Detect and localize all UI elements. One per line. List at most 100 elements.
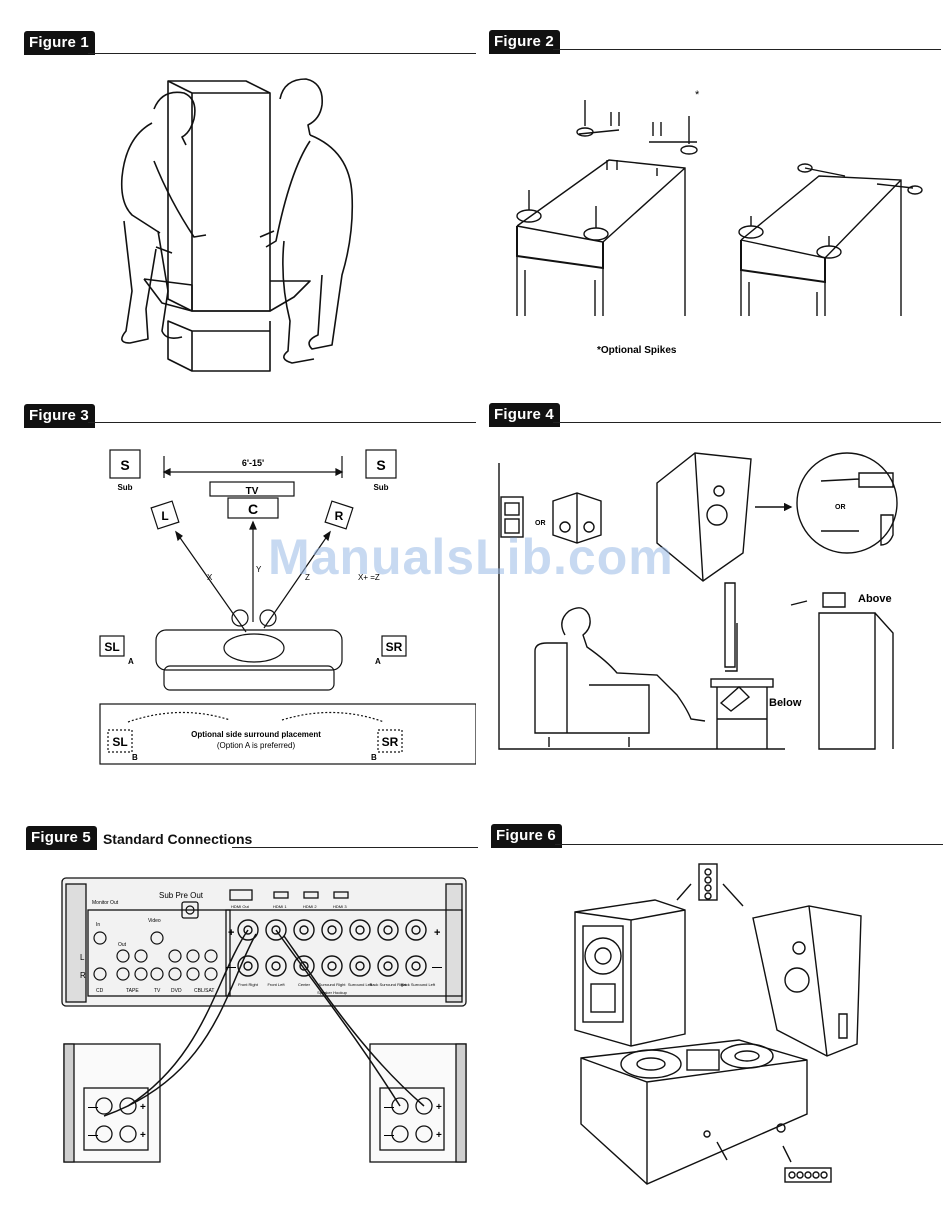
cd-label: CD bbox=[96, 988, 104, 994]
tv-label: TV bbox=[246, 486, 259, 497]
sr-b-suffix: B bbox=[371, 753, 377, 762]
binding-posts bbox=[237, 919, 427, 977]
sub-right-letter: S bbox=[376, 457, 385, 473]
center-label: C bbox=[248, 501, 258, 517]
left-speaker-box bbox=[150, 500, 180, 530]
figure-5-title: Standard Connections bbox=[102, 831, 253, 847]
sl-b-box bbox=[107, 729, 133, 753]
sl-a-box bbox=[99, 635, 125, 657]
left-spk-plus-2: + bbox=[140, 1130, 146, 1141]
figure-4: Figure 4 bbox=[489, 403, 941, 753]
figure-2-label: Figure 2 bbox=[489, 30, 560, 54]
rca-jacks bbox=[93, 905, 218, 981]
figure-2: Figure 2 * *Optional Spikes bbox=[489, 30, 941, 360]
right-label: R bbox=[335, 509, 344, 523]
sr-a-label: SR bbox=[386, 640, 403, 654]
tape-label: TAPE bbox=[126, 988, 139, 994]
figure-rule bbox=[88, 53, 476, 54]
sr-b-label: SR bbox=[382, 735, 399, 749]
sub-left-letter: S bbox=[120, 457, 129, 473]
hdmi-2-label: HDMI 2 bbox=[303, 904, 317, 909]
or-label-2: OR bbox=[835, 504, 846, 511]
row-r-label: R bbox=[80, 971, 86, 980]
video-label: Video bbox=[148, 918, 161, 924]
figure-5-receiver-diagram: Sub Pre Out Monitor Out Video In Out L R… bbox=[61, 877, 467, 1163]
hdmi-1-label: HDMI 1 bbox=[273, 904, 287, 909]
or-label-1: OR bbox=[535, 520, 546, 527]
terminal-back-surround-right: Back Surround Right bbox=[370, 982, 408, 987]
optional-note: (Option A is preferred) bbox=[217, 741, 296, 750]
figure-1-label: Figure 1 bbox=[24, 31, 95, 55]
y-label: Y bbox=[256, 565, 262, 574]
terminal-center: Center bbox=[298, 982, 311, 987]
center-box bbox=[227, 497, 279, 519]
minus-left: — bbox=[226, 962, 236, 973]
sr-a-suffix: A bbox=[375, 657, 381, 666]
left-spk-minus-2: — bbox=[88, 1130, 98, 1141]
sl-b-label: SL bbox=[112, 735, 127, 749]
figure-2-illustration: * *Optional Spikes bbox=[516, 89, 923, 356]
asterisk-mark: * bbox=[695, 89, 700, 101]
optional-title: Optional side surround placement bbox=[191, 730, 321, 739]
hdmi-3-label: HDMI 3 bbox=[333, 904, 347, 909]
figure-6-label: Figure 6 bbox=[491, 824, 562, 848]
sr-b-box bbox=[377, 729, 403, 753]
figure-3-diagram: S Sub S Sub 6'-15' TV C L R X Y Z X+ =Z … bbox=[99, 449, 476, 765]
left-label: L bbox=[161, 509, 168, 523]
speaker-hookup-label: Speaker Hookup bbox=[317, 990, 348, 995]
tv-box bbox=[209, 481, 295, 497]
monitor-out-label: Monitor Out bbox=[92, 900, 119, 906]
figure-rule bbox=[553, 49, 941, 50]
sl-b-suffix: B bbox=[132, 753, 138, 762]
z-label: Z bbox=[305, 573, 310, 582]
hdmi-out-label: HDMI Out bbox=[231, 904, 250, 909]
right-spk-minus-1: — bbox=[384, 1102, 394, 1113]
row-l-label: L bbox=[80, 953, 85, 962]
figure-1-illustration bbox=[120, 78, 354, 372]
figure-rule bbox=[553, 422, 941, 423]
figure-6: Figure 6 bbox=[491, 824, 943, 1214]
sub-right-box bbox=[365, 449, 397, 479]
figure-5: Figure 5 Standard Connections bbox=[26, 826, 478, 1166]
right-spk-plus-1: + bbox=[436, 1102, 442, 1113]
minus-right: — bbox=[432, 962, 442, 973]
wall-speaker-small bbox=[500, 496, 524, 538]
distance-label: 6'-15' bbox=[242, 458, 264, 468]
optional-spikes-note: *Optional Spikes bbox=[597, 345, 677, 356]
terminal-back-surround-left: Back Surround Left bbox=[401, 982, 436, 987]
terminal-front-left: Front Left bbox=[267, 982, 285, 987]
sub-left-caption: Sub bbox=[117, 483, 132, 492]
figure-rule bbox=[555, 844, 943, 845]
right-speaker-box bbox=[324, 500, 354, 530]
speaker-cables bbox=[103, 929, 425, 1117]
figure-3: Figure 3 S Sub bbox=[24, 404, 476, 766]
cbl-sat-label: CBL/SAT bbox=[194, 988, 214, 994]
sr-a-box bbox=[381, 635, 407, 657]
figure-5-label: Figure 5 bbox=[26, 826, 97, 850]
plus-left: + bbox=[228, 927, 234, 939]
sl-a-label: SL bbox=[104, 640, 119, 654]
figure-1: Figure 1 bbox=[24, 31, 476, 381]
in-label: In bbox=[96, 922, 100, 928]
x-label: X bbox=[207, 573, 213, 582]
sub-left-box bbox=[109, 449, 141, 479]
plus-right: + bbox=[434, 927, 440, 939]
terminal-surround-right: Surround Right bbox=[319, 982, 347, 987]
right-spk-minus-2: — bbox=[384, 1130, 394, 1141]
out-label: Out bbox=[118, 942, 127, 948]
right-spk-plus-2: + bbox=[436, 1130, 442, 1141]
left-spk-plus-1: + bbox=[140, 1102, 146, 1113]
sub-pre-out-label: Sub Pre Out bbox=[159, 891, 204, 900]
sub-right-caption: Sub bbox=[373, 483, 388, 492]
figure-3-label: Figure 3 bbox=[24, 404, 95, 428]
figure-4-label: Figure 4 bbox=[489, 403, 560, 427]
terminal-front-right: Front Right bbox=[238, 982, 259, 987]
formula-label: X+ =Z bbox=[358, 573, 380, 582]
optional-panel bbox=[99, 703, 476, 765]
figure-rule bbox=[88, 422, 476, 423]
figure-4-illustration: OR OR Above Below bbox=[498, 452, 898, 750]
figure-6-illustration bbox=[574, 863, 862, 1185]
tv-input-label: TV bbox=[154, 988, 161, 994]
dvd-label: DVD bbox=[171, 988, 182, 994]
figure-rule bbox=[232, 847, 478, 848]
